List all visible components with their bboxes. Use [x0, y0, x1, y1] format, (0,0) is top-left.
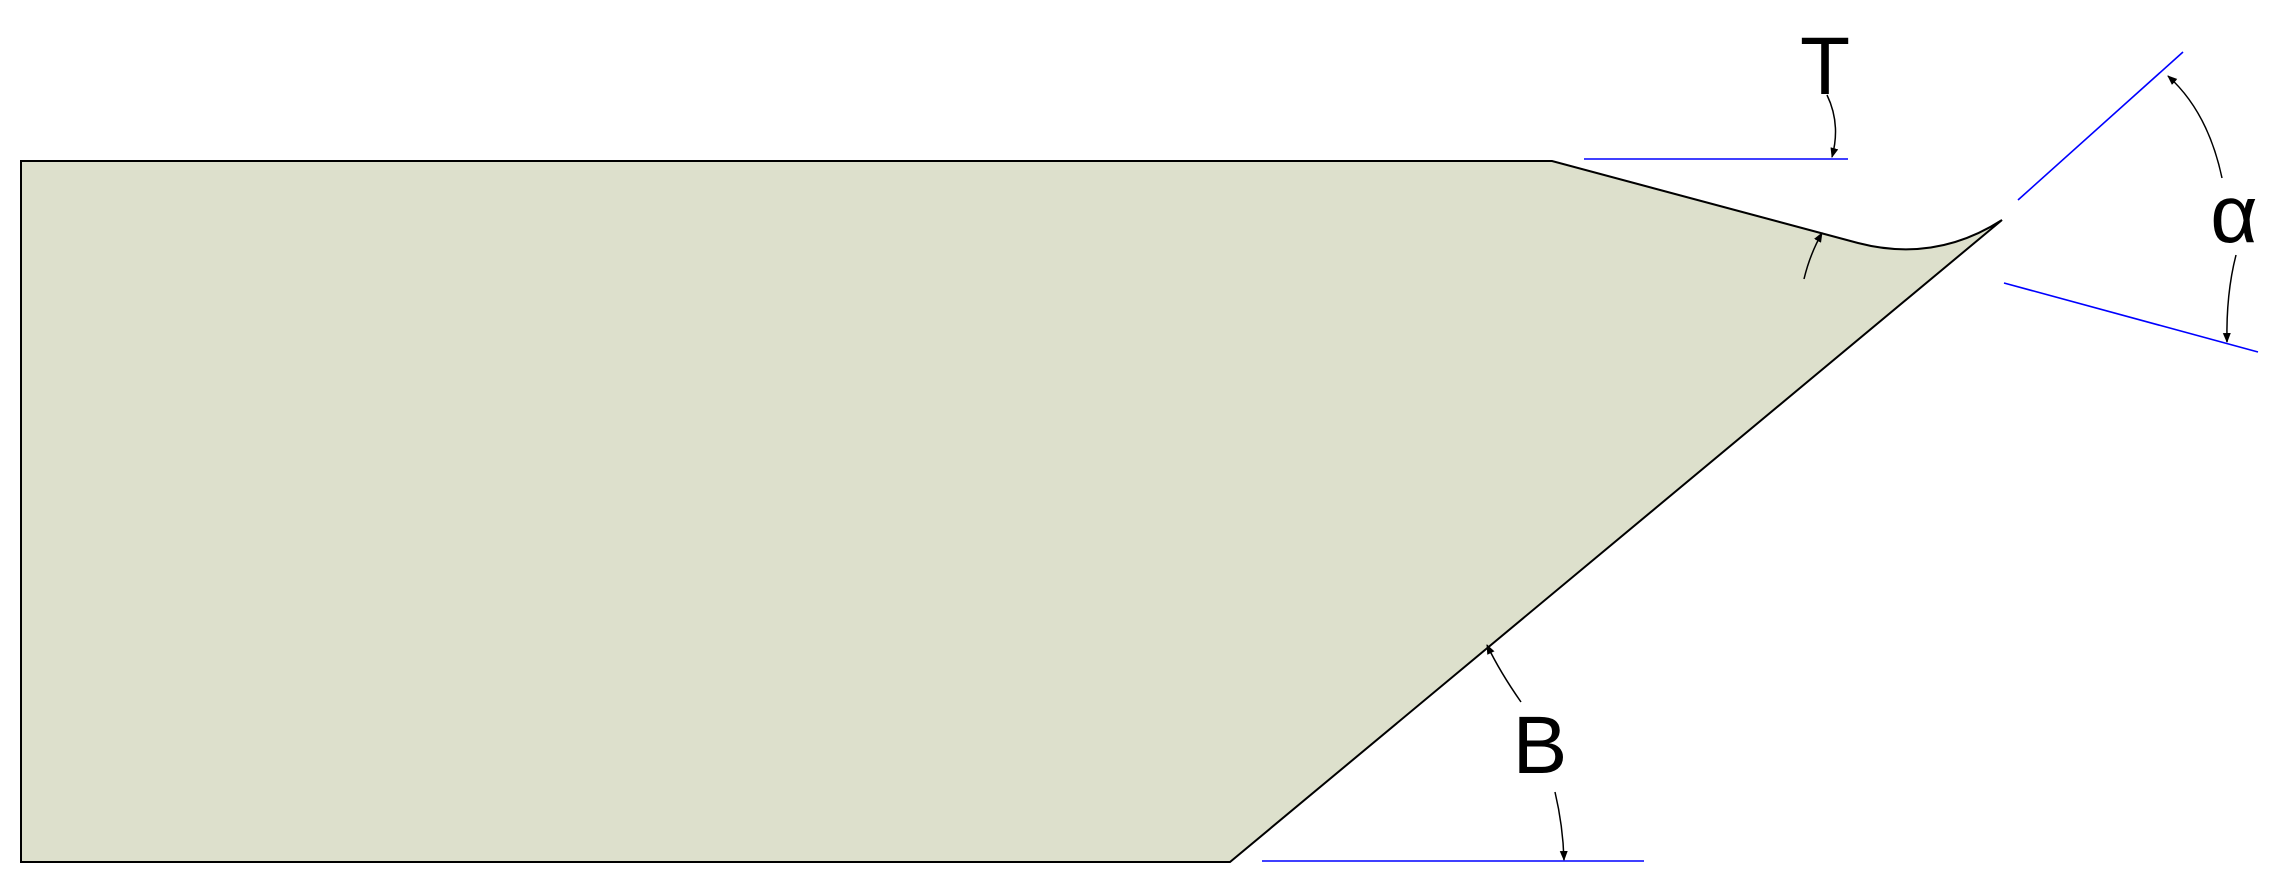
- alpha-upper-arrow: [2167, 75, 2223, 179]
- t-edge-arrow: [1803, 232, 1823, 280]
- included-angle-label: α: [2210, 169, 2257, 260]
- top-angle-label: T: [1800, 21, 1850, 112]
- blade-body: [20, 160, 2003, 863]
- alpha-upper-reference-line: [2017, 51, 2184, 201]
- b-edge-arrow: [1486, 644, 1522, 703]
- alpha-lower-arrow: [2222, 254, 2237, 343]
- alpha-lower-reference-line: [2003, 282, 2259, 353]
- bottom-angle-label: B: [1513, 700, 1568, 791]
- b-baseline-arrow: [1554, 791, 1568, 861]
- t-angle-arrow: [1826, 94, 1839, 158]
